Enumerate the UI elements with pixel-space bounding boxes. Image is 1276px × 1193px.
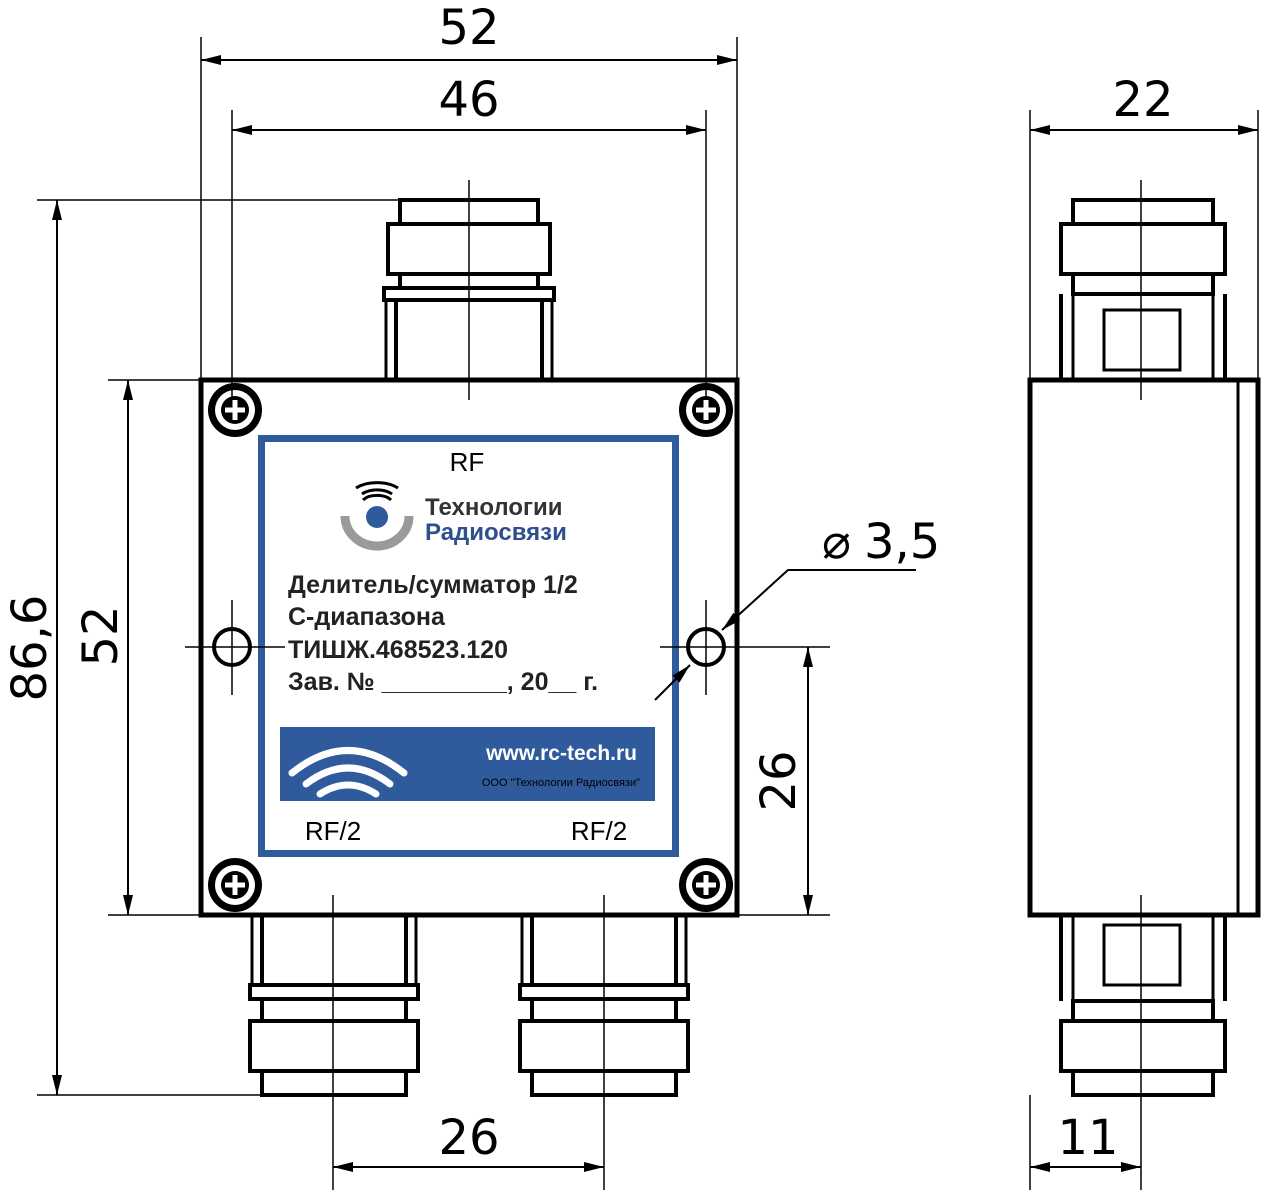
brand-line-1: Технологии [425,494,563,521]
dim-86-6: 86,6 [2,595,58,702]
phillips-screw-icon [208,383,262,437]
side-view [1027,198,1261,1097]
side-connector-top [1059,198,1227,380]
port-label-output-left: RF/2 [305,816,361,846]
phillips-screw-icon [679,858,733,912]
dim-52-left: 52 [73,605,129,666]
dim-11: 11 [1057,1110,1118,1166]
company-name: ООО "Технологии Радиосвязи" [482,777,640,789]
dim-52-top: 52 [438,0,499,56]
extension-lines [37,37,1259,1190]
side-connector-bottom [1059,915,1227,1097]
phillips-screw-icon [679,383,733,437]
output-connector-left [248,915,420,1097]
product-label: RF Технологии Радиосвязи Делитель/суммат… [258,435,679,857]
company-logo: Технологии Радиосвязи [340,481,567,551]
product-name: Делитель/сумматор 1/2 [288,571,578,599]
dimension-labels: 52 46 22 86,6 52 26 26 11 ⌀ 3,5 [2,0,1174,1166]
port-label-output-right: RF/2 [571,816,627,846]
product-band: С-диапазона [288,603,446,631]
dim-22: 22 [1112,72,1173,128]
part-number: ТИШЖ.468523.120 [288,636,508,664]
diameter-leader [721,569,916,631]
side-housing [1027,377,1261,918]
screws [208,383,733,912]
dimension-lines [52,55,1258,1172]
dim-46: 46 [438,72,499,128]
serial-line: Зав. № _________, 20__ г. [288,668,598,696]
center-lines [185,180,1142,1190]
port-label-input: RF [450,447,485,477]
phillips-screw-icon [208,858,262,912]
dim-3-5: 3,5 [864,514,940,570]
dim-26-bottom: 26 [438,1110,499,1166]
brand-line-2: Радиосвязи [425,519,567,546]
dim-26-right: 26 [751,750,807,811]
diameter-symbol: ⌀ [822,514,851,570]
website: www.rc-tech.ru [485,742,637,765]
wifi-waves-icon [288,747,408,798]
